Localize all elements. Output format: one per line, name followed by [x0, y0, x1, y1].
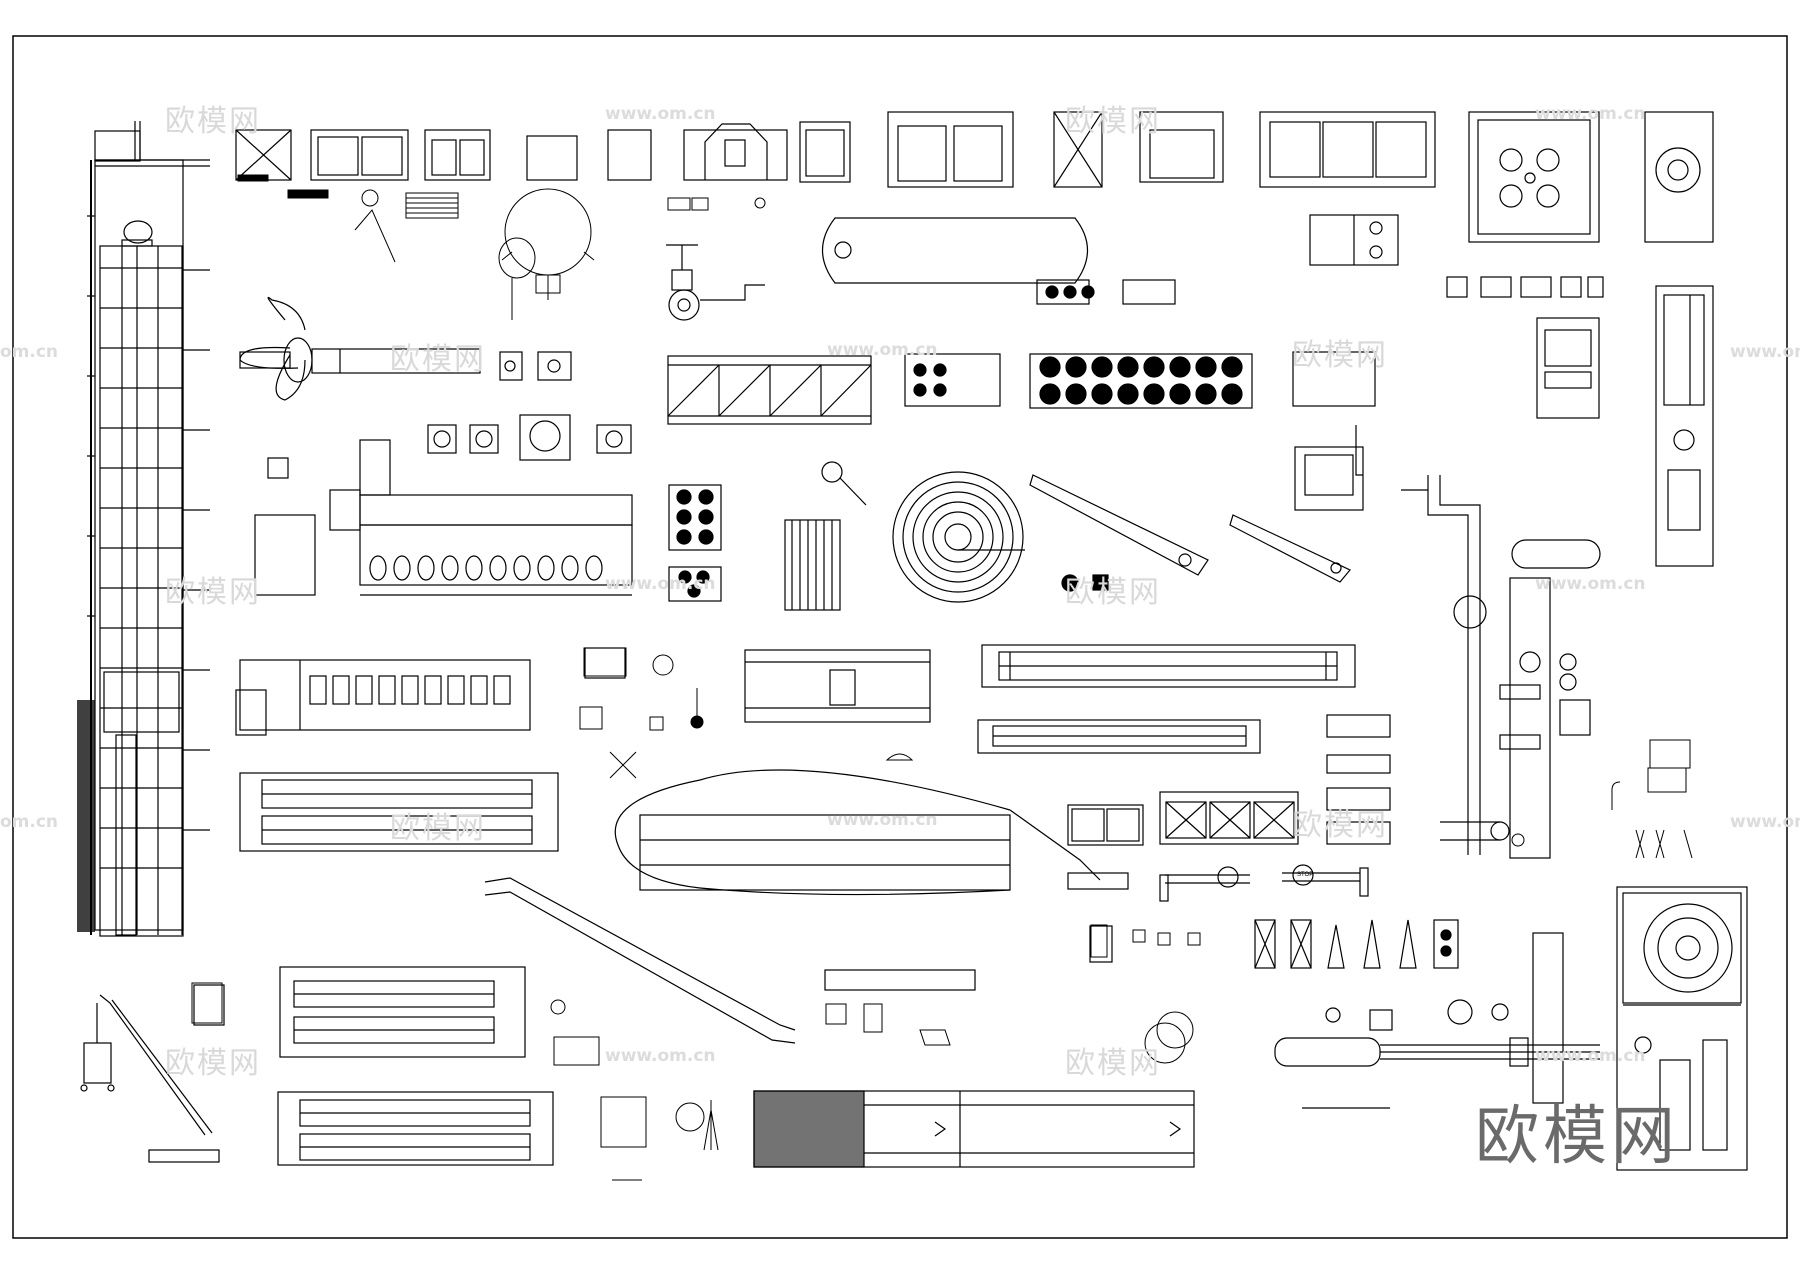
machine-frame — [1294, 425, 1364, 511]
light-fixture — [824, 969, 976, 991]
machine-bed — [744, 649, 931, 723]
gate-valve — [666, 244, 765, 321]
escalator-plan-5 — [277, 1091, 554, 1166]
misc-small-blocks — [191, 647, 1693, 1181]
socket-outlets — [499, 276, 1604, 381]
escalator-plan-4 — [279, 966, 526, 1058]
bottom-pipeline — [1274, 932, 1600, 1109]
fire-valve-pipeline — [1401, 475, 1601, 859]
hose-reel — [784, 461, 1025, 611]
shaft-floors — [100, 267, 183, 869]
escalator-plan-1 — [981, 644, 1356, 688]
cooktop-panels — [668, 214, 1399, 602]
escalator-plan-6 — [753, 1090, 1195, 1168]
drawing-frame — [12, 35, 1788, 1239]
escalator-plan-2 — [977, 719, 1261, 754]
pressure-tank — [822, 217, 1088, 284]
traffic-towers — [1089, 919, 1459, 969]
ship-engine — [235, 439, 633, 736]
boom-arms — [1029, 474, 1351, 592]
fire-hydrant-cabinet — [1468, 111, 1714, 243]
truss-walkway — [667, 355, 872, 425]
pit-hatch — [77, 700, 95, 932]
electrical-panel — [1536, 285, 1714, 567]
stop-sign-label: STOP — [1297, 872, 1314, 878]
fire-cabinet — [1616, 886, 1748, 1171]
propeller — [239, 296, 481, 401]
av-equipment — [1326, 714, 1391, 845]
pump-units — [267, 414, 632, 479]
top-equipment-row — [235, 111, 1436, 188]
building-section — [77, 121, 210, 937]
small-components-r1 — [237, 174, 766, 320]
escalator-incline — [484, 877, 796, 1044]
escalator-plan-3 — [239, 772, 559, 852]
elevator-pulley — [123, 220, 153, 244]
window-frame — [584, 647, 626, 679]
elevator-car — [103, 671, 180, 733]
escalator-loop — [614, 769, 1129, 896]
mobile-crane — [80, 984, 225, 1163]
barrier-gates — [1067, 791, 1369, 902]
